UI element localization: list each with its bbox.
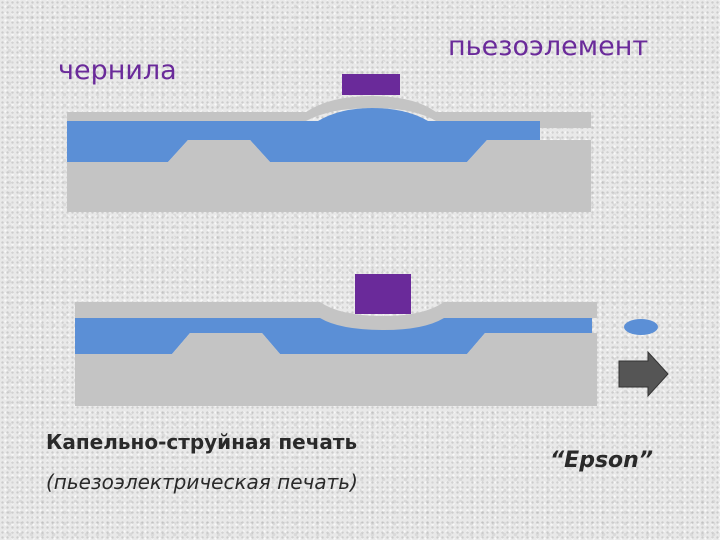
printhead-base	[67, 162, 591, 212]
brand-label: “Epson”	[550, 448, 653, 473]
arrow-right-icon	[618, 350, 669, 398]
ink-bulge	[318, 108, 428, 121]
channel-bump	[168, 140, 270, 162]
printhead-state-expanded	[67, 74, 591, 212]
caption-subtitle: (пьезоэлектрическая печать)	[46, 470, 358, 494]
channel-bump	[467, 333, 597, 354]
piezo-element-label: пьезоэлемент	[448, 31, 649, 62]
channel-bump	[467, 140, 591, 162]
ink-channel	[67, 121, 540, 162]
ink-droplet	[624, 319, 658, 335]
piezo-element	[342, 74, 400, 95]
ink-channel	[75, 318, 592, 354]
membrane	[75, 302, 597, 330]
membrane	[67, 96, 591, 121]
printhead-base	[75, 354, 597, 406]
channel-bump	[172, 333, 280, 354]
piezo-element	[355, 274, 411, 314]
caption-title: Капельно-струйная печать	[46, 430, 358, 454]
printhead-state-compressed	[75, 274, 669, 406]
ink-label: чернила	[58, 55, 177, 86]
